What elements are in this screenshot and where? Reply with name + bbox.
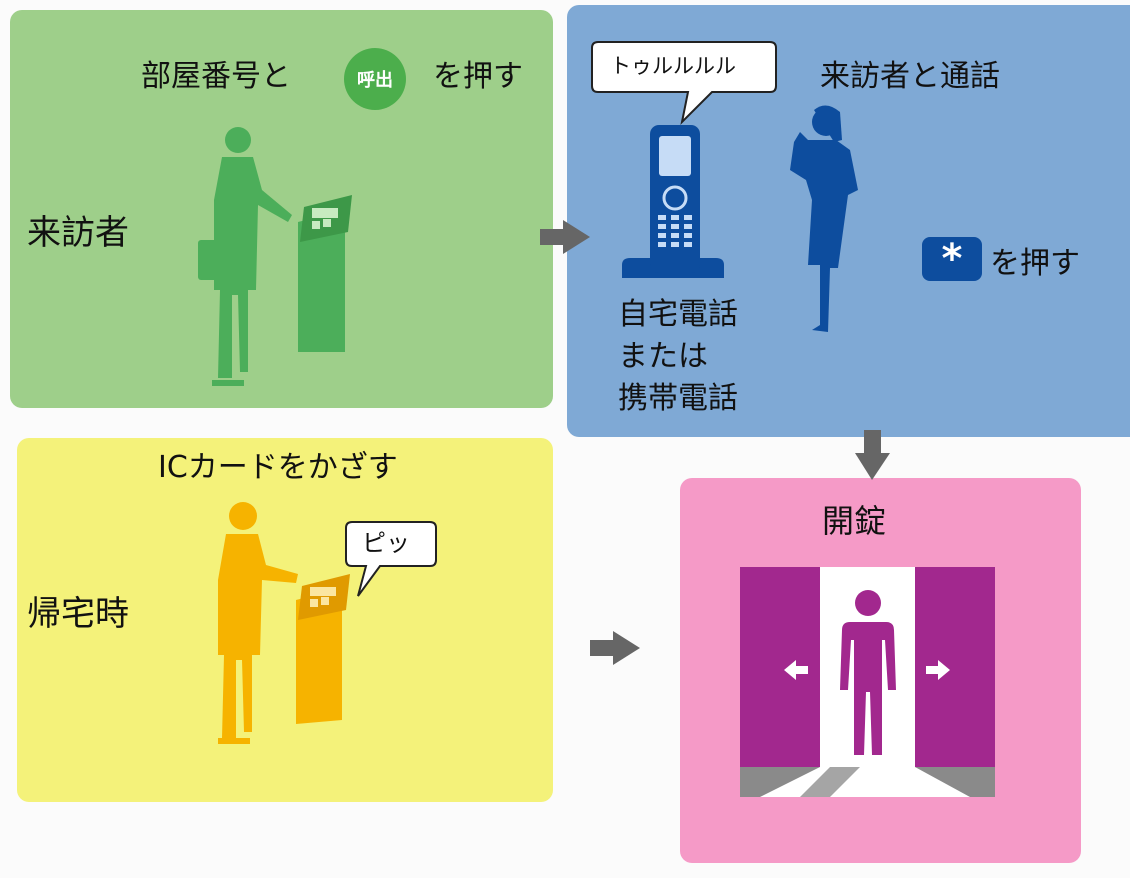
phone-label-line-1: 自宅電話 bbox=[618, 297, 738, 332]
visitor-man-icon bbox=[198, 127, 292, 386]
person-icon bbox=[840, 590, 896, 755]
return-home-panel bbox=[17, 438, 553, 802]
return-home-label: 帰宅時 bbox=[27, 594, 129, 634]
resident-woman-icon bbox=[790, 105, 858, 332]
returning-resident-icon bbox=[218, 502, 298, 744]
unlocked-door-icon bbox=[740, 567, 995, 797]
press-star-label: を押す bbox=[990, 246, 1080, 281]
card-reader-terminal-icon bbox=[296, 574, 350, 724]
beep-speech-bubble bbox=[345, 521, 437, 597]
visitor-terminal-icon bbox=[298, 195, 352, 352]
arrow-right-icon bbox=[540, 220, 590, 254]
return-instruction: ICカードをかざす bbox=[158, 450, 398, 485]
visitor-instruction-post: を押す bbox=[433, 59, 523, 94]
star-key-badge: * bbox=[922, 237, 982, 281]
unlock-label: 開錠 bbox=[822, 502, 887, 540]
beep-sound-text: ピッ bbox=[362, 529, 410, 557]
phone-icon bbox=[622, 125, 724, 278]
arrow-down-icon bbox=[855, 430, 890, 480]
phone-label-line-3: 携帯電話 bbox=[618, 381, 738, 416]
ring-speech-bubble bbox=[591, 41, 777, 126]
arrow-right-icon bbox=[590, 631, 640, 665]
talk-label: 来訪者と通話 bbox=[820, 59, 1000, 94]
call-button-badge: 呼出 bbox=[344, 48, 406, 110]
phone-label-line-2: または bbox=[618, 339, 708, 374]
visitor-instruction-pre: 部屋番号と bbox=[141, 59, 291, 94]
ring-sound-text: トゥルルルル bbox=[610, 54, 736, 78]
visitor-label: 来訪者 bbox=[27, 213, 129, 253]
